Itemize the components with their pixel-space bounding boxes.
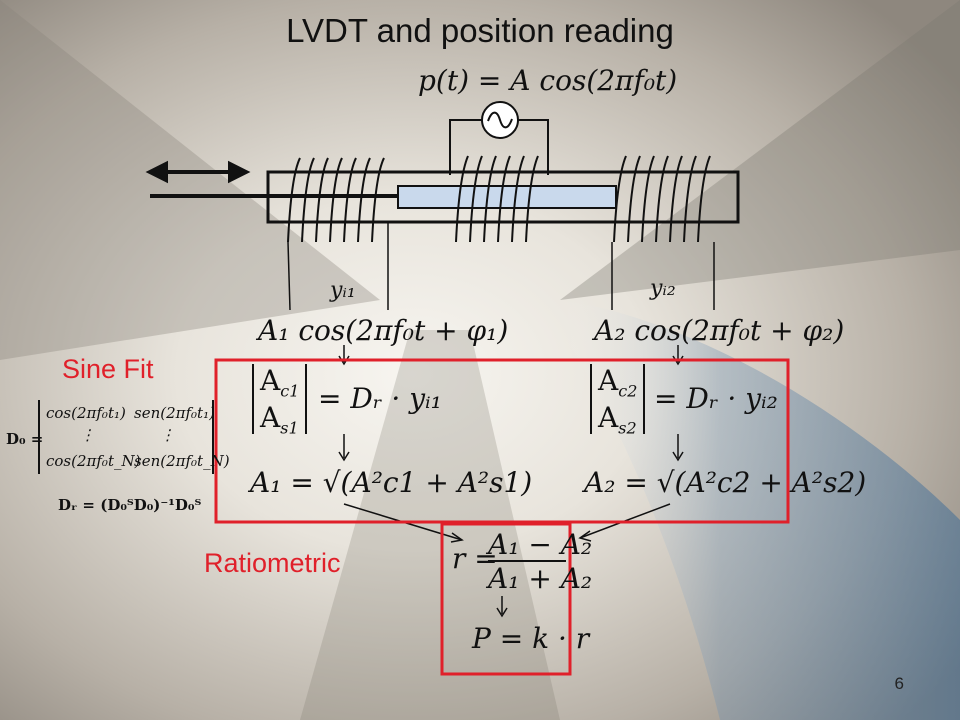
slide-title: LVDT and position reading (286, 12, 674, 49)
page-number: 6 (894, 674, 904, 693)
secondary-coil-right (613, 155, 711, 243)
fit-2-rhs: = Dᵣ · yᵢ₂ (654, 382, 778, 415)
output-label-y2: yᵢ₂ (650, 276, 676, 301)
d0-rNc1: cos(2πf₀t_N) (46, 452, 141, 470)
ratio-lhs: r = (452, 542, 498, 575)
d0-rNc2: sen(2πf₀t_N) (134, 452, 230, 470)
d0-label: D₀ = (6, 430, 44, 448)
sine-fit-box (214, 358, 790, 524)
lvdt-core (397, 185, 617, 209)
excitation-equation: p(t) = A cos(2πf₀t) (418, 64, 678, 97)
output-label-y1: yᵢ₁ (330, 278, 356, 303)
fit-2-vector: Ac2 As2 (590, 364, 646, 437)
fraction-bar (488, 560, 566, 562)
d0-dots-2: ⋮ (160, 426, 175, 444)
double-arrow-icon (145, 160, 251, 184)
position-equation: P = k · r (472, 622, 590, 655)
fit-1-vector: Ac1 As1 (252, 364, 308, 437)
secondary-coil-left (287, 157, 385, 243)
sine-fit-label: Sine Fit (62, 354, 154, 384)
lvdt-housing (266, 170, 740, 224)
d0-dots-1: ⋮ (80, 426, 95, 444)
output-leads (287, 222, 715, 311)
ratio-denominator: A₁ + A₂ (488, 562, 593, 595)
ac-source (449, 101, 549, 175)
ratiometric-box (440, 522, 572, 676)
d0-r1c1: cos(2πf₀t₁) (46, 404, 126, 422)
amplitude-2-equation: A₂ = √(A²c2 + A²s2) (584, 466, 867, 499)
fit-1-rhs: = Dᵣ · yᵢ₁ (318, 382, 442, 415)
d0-r1c2: sen(2πf₀t₁) (134, 404, 215, 422)
signal-1-equation: A₁ cos(2πf₀t + φ₁) (258, 314, 509, 347)
amplitude-1-equation: A₁ = √(A²c1 + A²s1) (250, 466, 533, 499)
ratiometric-label: Ratiometric (204, 548, 341, 578)
ratio-numerator: A₁ − A₂ (488, 528, 593, 561)
d0-matrix: cos(2πf₀t₁) sen(2πf₀t₁) ⋮ ⋮ cos(2πf₀t_N)… (38, 400, 230, 474)
dr-formula: Dᵣ = (D₀ᵀD₀)⁻¹D₀ᵀ (58, 496, 202, 514)
primary-coil (455, 155, 539, 243)
signal-2-equation: A₂ cos(2πf₀t + φ₂) (594, 314, 845, 347)
